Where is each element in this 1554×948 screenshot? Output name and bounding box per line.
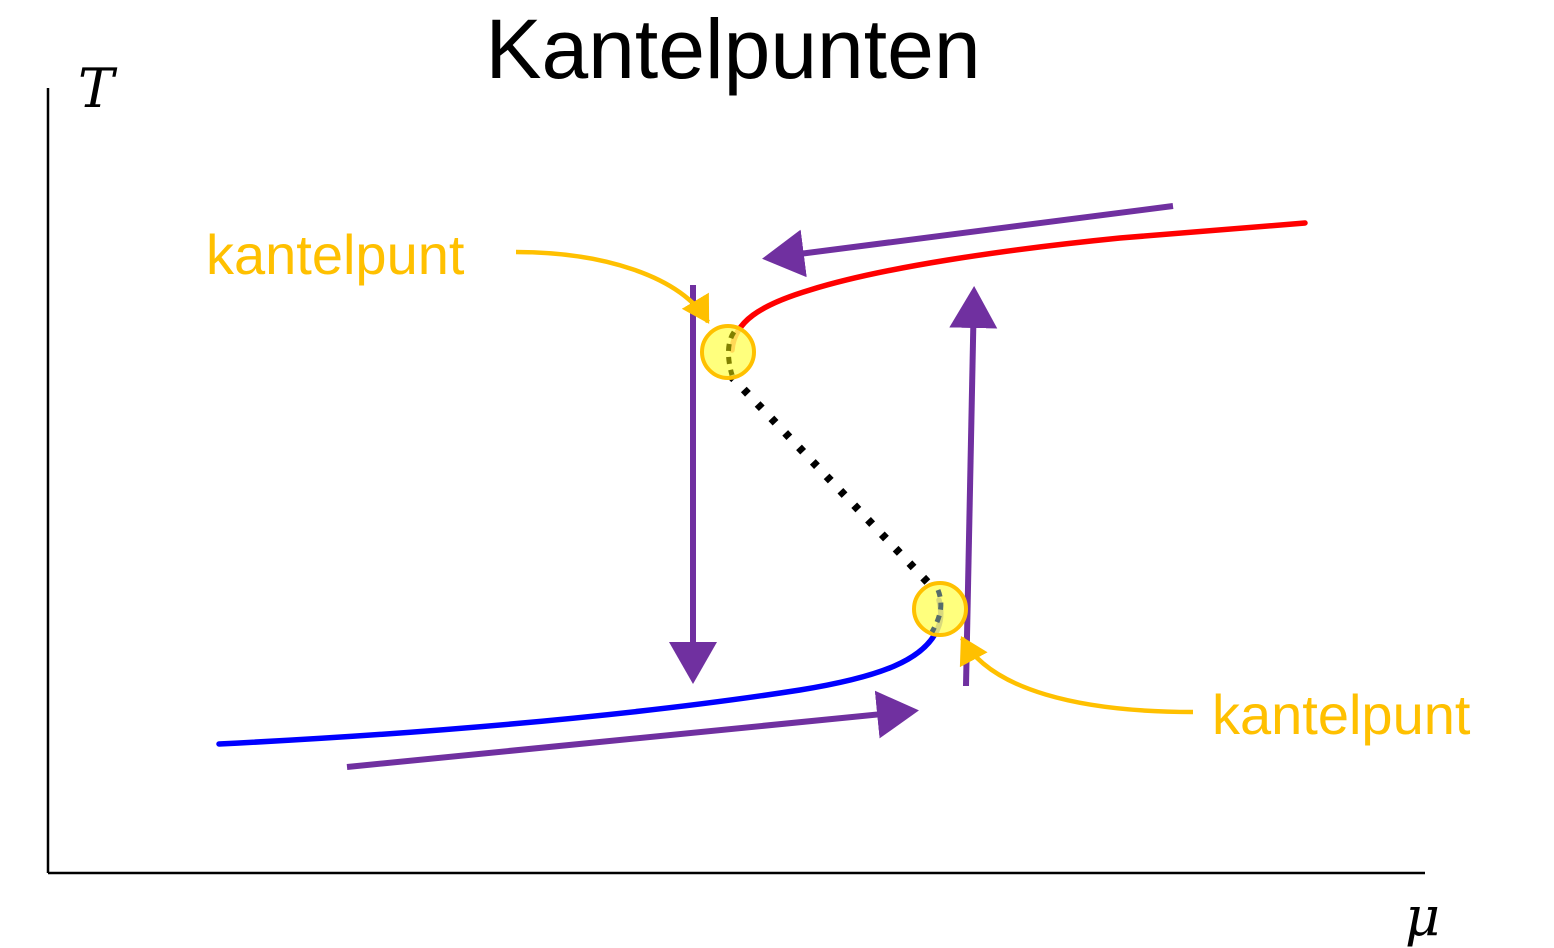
arrow-lower-rightward [346,690,919,770]
upper-stable-branch [729,220,1308,353]
tipping-point-lower-curve [929,589,944,634]
callout-arrow-upper [515,249,710,324]
arrow-upper-leftward [762,203,1174,278]
lower-stable-branch [216,597,944,747]
y-axis-label: T [78,57,118,120]
unstable-branch [727,372,938,593]
arrow-jump-up [949,286,998,687]
tipping-point-upper-curve [726,330,737,376]
callout-label-lower: kantelpunt [1212,683,1471,746]
tipping-point-upper [700,324,756,380]
callout-label-upper: kantelpunt [206,223,465,286]
x-axis-label: μ [1405,885,1440,948]
page-title: Kantelpunten [485,2,980,96]
callout-arrow-lower [959,636,1194,715]
